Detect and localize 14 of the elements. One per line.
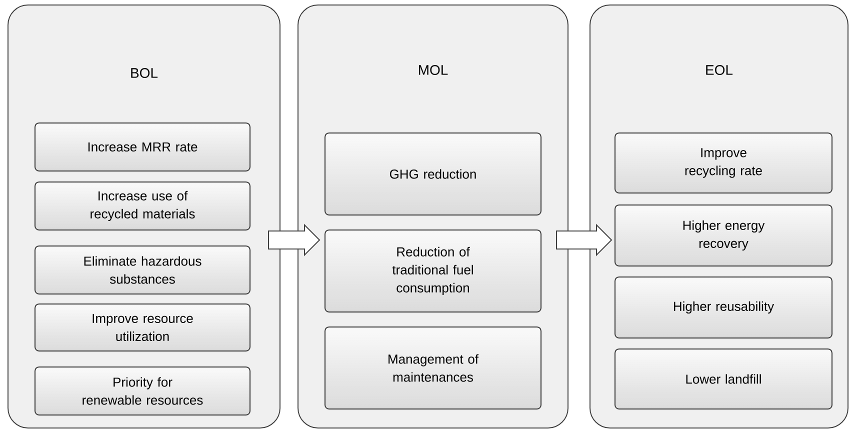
- item-box: Improve recycling rate: [614, 132, 832, 194]
- item-box: Increase use of recycled materials: [34, 182, 250, 230]
- item-box: Higher reusability: [614, 276, 832, 338]
- item-box: Management of maintenances: [324, 326, 542, 410]
- item-box: Higher energy recovery: [614, 204, 832, 266]
- item-box: Priority for renewable resources: [34, 366, 250, 416]
- item-box: Increase MRR rate: [34, 122, 250, 172]
- item-box: Lower landfill: [614, 348, 832, 410]
- item-box: Improve resource utilization: [34, 304, 250, 352]
- block-arrow: [268, 224, 320, 256]
- item-box: Reduction of traditional fuel consumption: [324, 229, 542, 312]
- item-box: GHG reduction: [324, 132, 542, 216]
- block-arrow: [556, 224, 612, 256]
- item-box: Eliminate hazardous substances: [34, 245, 250, 294]
